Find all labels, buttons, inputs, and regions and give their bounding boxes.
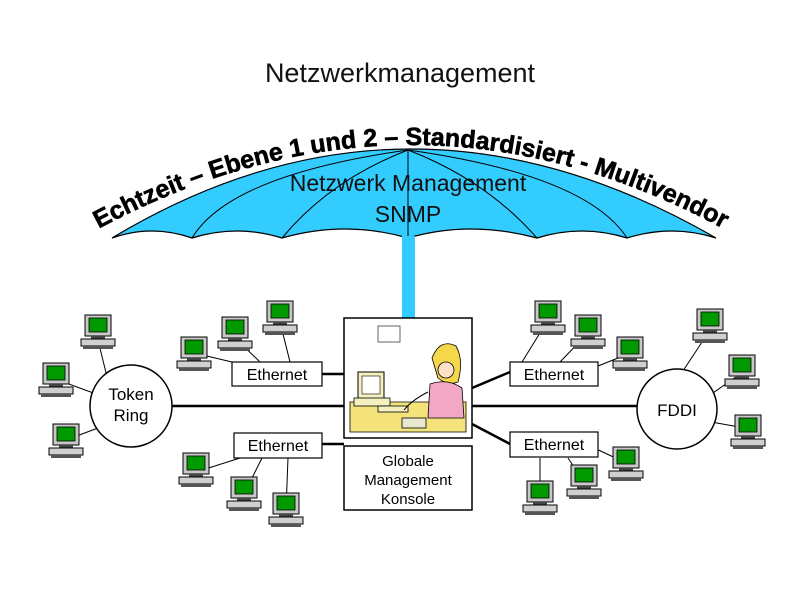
umbrella-title: Netzwerk Management [290, 170, 527, 196]
svg-text:Ring: Ring [114, 406, 149, 425]
workstation-icon [570, 314, 606, 350]
operator-illustration [343, 317, 473, 439]
svg-text:Ethernet: Ethernet [248, 438, 309, 455]
workstation-icon [80, 314, 116, 350]
umbrella-pole [402, 236, 415, 320]
umbrella-protocol: SNMP [375, 201, 441, 227]
workstation-icon [226, 476, 262, 512]
svg-text:Token: Token [108, 385, 153, 404]
workstation-icon [38, 362, 74, 398]
token-ring: Token Ring [89, 364, 173, 448]
workstation-icon [268, 492, 304, 528]
ethernet-top-right: Ethernet [509, 361, 599, 387]
console-label-box: Globale Management Konsole [343, 445, 473, 511]
workstation-icon [730, 414, 766, 450]
svg-text:Konsole: Konsole [381, 491, 435, 508]
workstation-icon [692, 308, 728, 344]
workstation-icon [178, 452, 214, 488]
connection-lines [172, 370, 637, 446]
workstation-icon [522, 480, 558, 516]
svg-text:Ethernet: Ethernet [247, 367, 308, 384]
ethernet-bottom-right: Ethernet [509, 431, 599, 458]
workstation-icon [724, 354, 760, 390]
ethernet-top-left: Ethernet [231, 361, 323, 387]
workstation-icon [566, 464, 602, 500]
workstation-icon [530, 300, 566, 336]
ethernet-bottom-left: Ethernet [233, 432, 323, 459]
svg-text:Ethernet: Ethernet [524, 367, 585, 384]
workstation-icon [262, 300, 298, 336]
svg-text:Ethernet: Ethernet [524, 437, 585, 454]
fddi-ring: FDDI [636, 368, 718, 450]
workstation-icon [217, 316, 253, 352]
workstation-icon [612, 336, 648, 372]
workstation-icon [176, 336, 212, 372]
page-title: Netzwerkmanagement [264, 58, 536, 88]
workstation-icon [608, 446, 644, 482]
workstation-icon [48, 423, 84, 459]
svg-text:Globale: Globale [382, 453, 434, 470]
umbrella [111, 148, 717, 320]
svg-text:Management: Management [364, 472, 452, 489]
svg-text:FDDI: FDDI [657, 401, 697, 420]
